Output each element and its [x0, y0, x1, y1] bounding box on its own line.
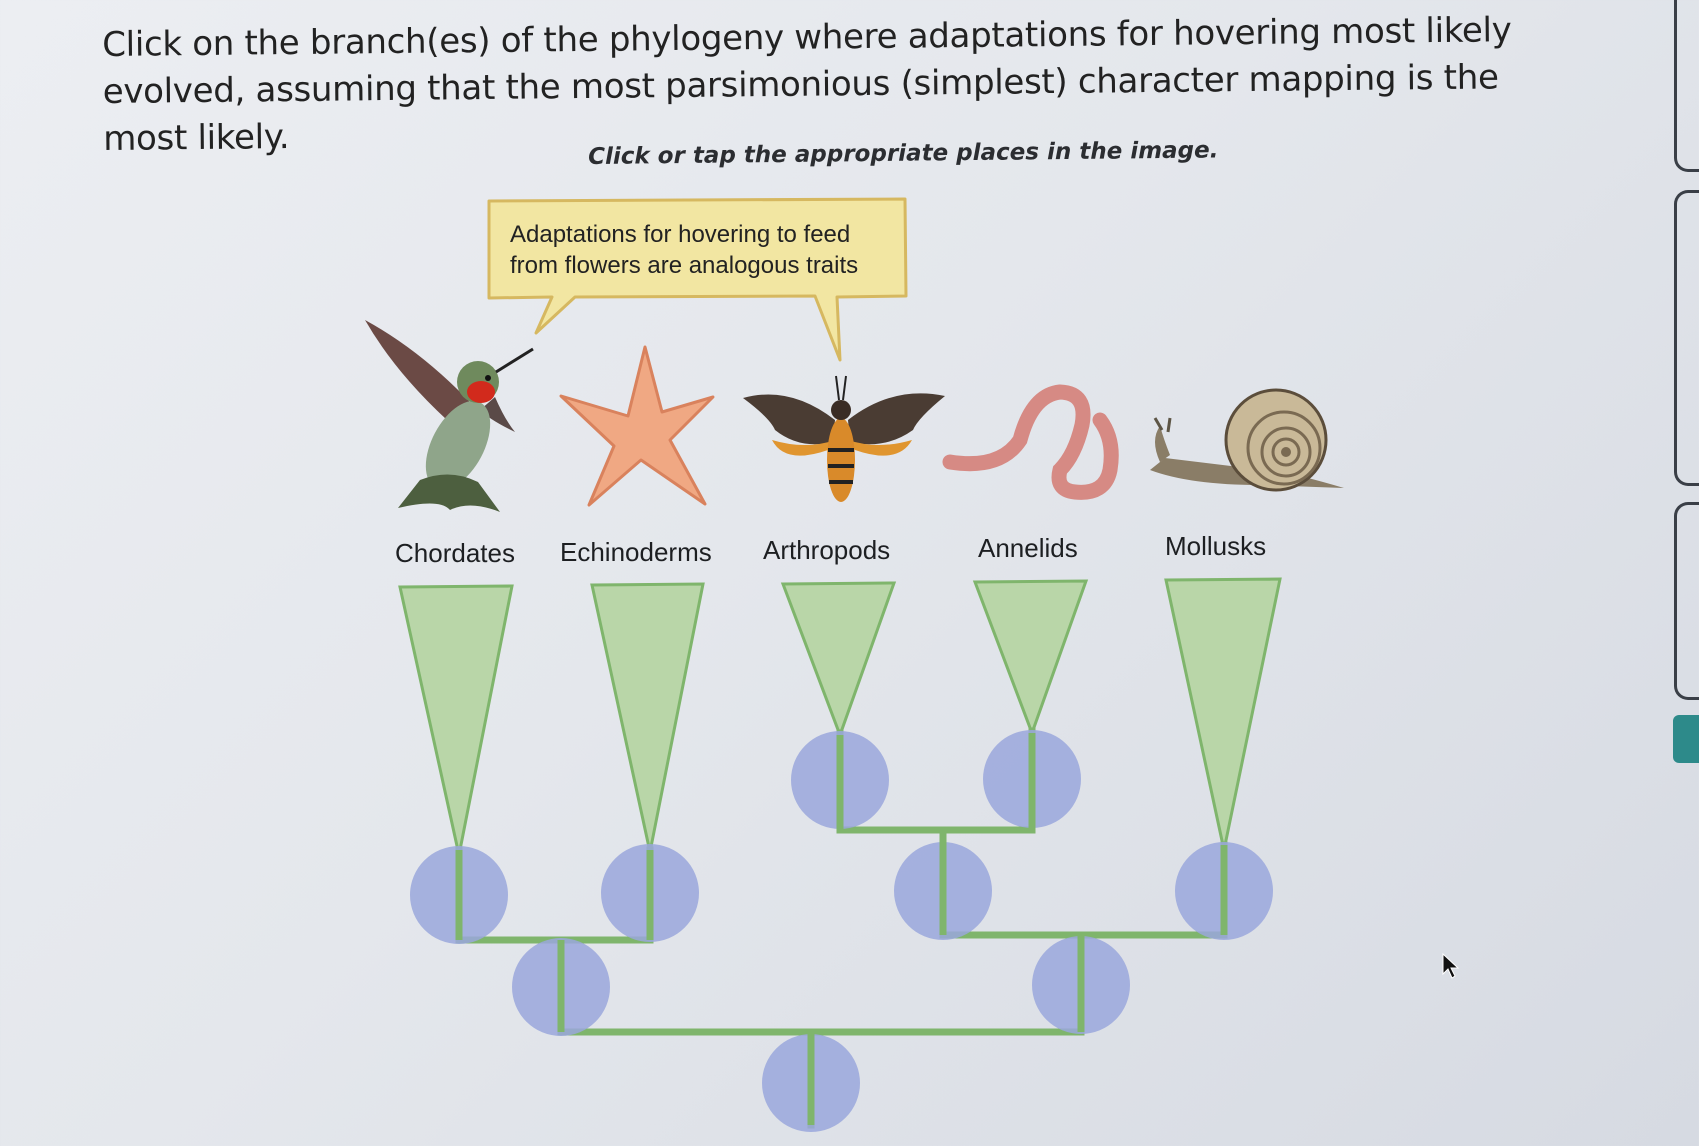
snail-illustration — [1150, 388, 1344, 492]
clade-wedges — [398, 577, 1282, 856]
wedge-arthropods[interactable] — [780, 581, 897, 740]
mouse-cursor-icon — [1442, 953, 1460, 979]
taxon-label-mollusks: Mollusks — [1165, 531, 1266, 561]
taxon-label-arthropods: Arthropods — [763, 535, 890, 565]
wedge-annelids[interactable] — [972, 579, 1089, 738]
callout-line-2: from flowers are analogous traits — [510, 252, 858, 279]
analogous-traits-callout: Adaptations for hovering to feed from fl… — [487, 197, 908, 362]
wedge-mollusks[interactable] — [1164, 577, 1282, 851]
taxon-label-echinoderms: Echinoderms — [560, 537, 712, 567]
taxon-label-annelids: Annelids — [978, 533, 1078, 563]
wedge-chordates[interactable] — [398, 584, 514, 856]
side-panel-button[interactable] — [1673, 715, 1699, 763]
starfish-illustration — [559, 345, 715, 507]
side-panel-frame-middle — [1674, 190, 1699, 486]
callout-line-1: Adaptations for hovering to feed — [510, 221, 850, 248]
moth-illustration — [743, 375, 945, 502]
taxon-label-chordates: Chordates — [395, 538, 515, 568]
hummingbird-illustration — [365, 320, 534, 512]
earthworm-illustration — [942, 384, 1119, 500]
wedge-echinoderms[interactable] — [590, 582, 705, 853]
side-panel-frame-top — [1674, 0, 1699, 172]
side-panel-frame-bottom — [1674, 502, 1699, 700]
branch-overlay — [455, 733, 1228, 1125]
